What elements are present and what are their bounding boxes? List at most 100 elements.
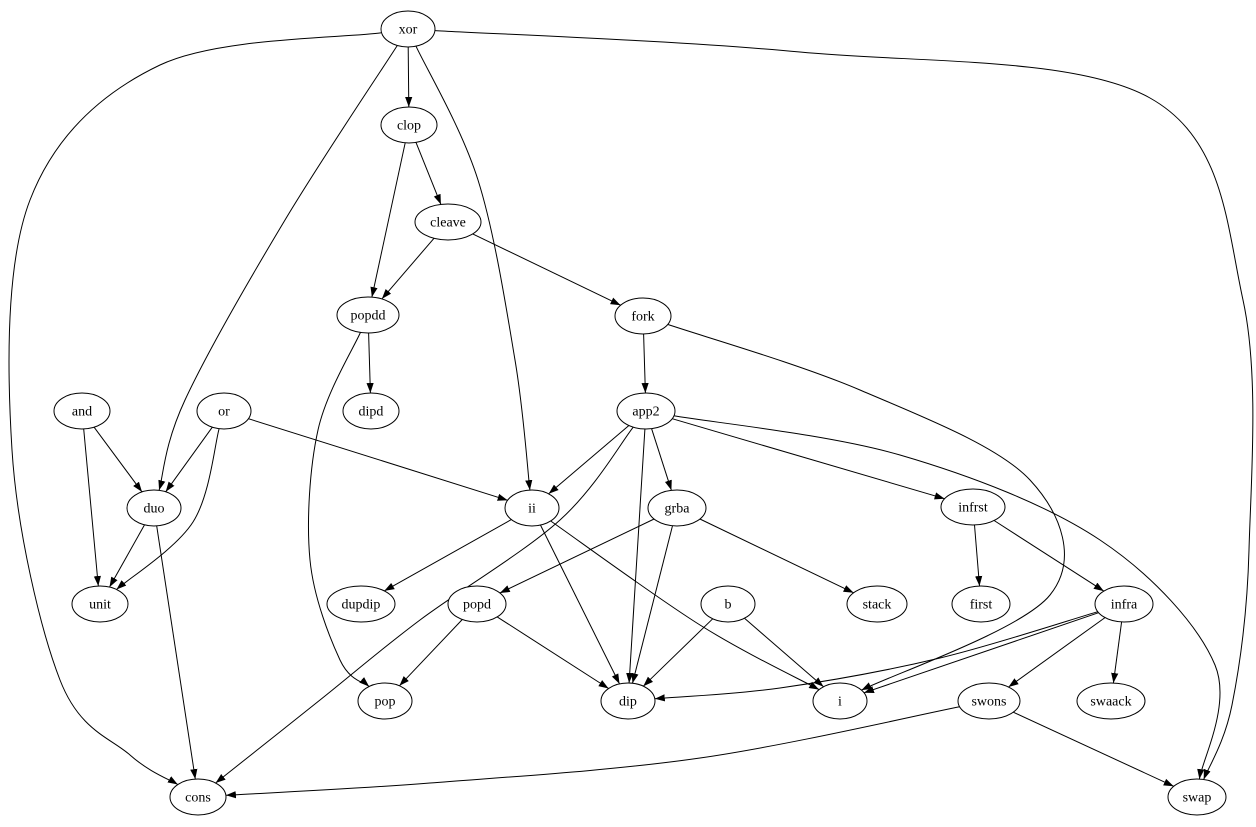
node-label-dip: dip xyxy=(619,695,637,710)
node-ellipse-or xyxy=(196,392,252,430)
node-label-infra: infra xyxy=(1111,598,1138,613)
edge-fork-app2 xyxy=(641,333,649,394)
node-label-i: i xyxy=(838,695,842,710)
node-swaack: swaack xyxy=(1076,682,1146,720)
edge-swons-swap xyxy=(1013,711,1174,787)
node-label-popd: popd xyxy=(463,598,491,613)
node-label-pop: pop xyxy=(375,695,396,710)
node-duo: duo xyxy=(126,489,182,527)
node-popdd: popdd xyxy=(336,296,400,334)
node-label-dupdip: dupdip xyxy=(342,598,381,613)
node-i: i xyxy=(812,682,868,720)
node-ellipse-dipd xyxy=(342,392,400,430)
node-ellipse-infrst xyxy=(940,488,1006,526)
node-label-grba: grba xyxy=(665,502,691,517)
node-label-and: and xyxy=(72,405,92,420)
node-ellipse-unit xyxy=(71,585,129,623)
node-dipd: dipd xyxy=(342,392,400,430)
node-popd: popd xyxy=(447,585,507,623)
node-ellipse-grba xyxy=(647,489,707,527)
node-dip: dip xyxy=(600,682,656,720)
edge-infrst-infra xyxy=(993,520,1105,592)
node-dupdip: dupdip xyxy=(326,585,396,623)
edge-or-ii xyxy=(248,418,508,501)
node-label-duo: duo xyxy=(144,502,165,517)
edge-popd-dip xyxy=(496,616,609,689)
edge-app2-swap xyxy=(673,415,1221,780)
edge-b-dip xyxy=(642,618,714,687)
node-label-first: first xyxy=(970,598,993,613)
node-ellipse-clop xyxy=(380,106,438,144)
edge-ii-dupdip xyxy=(384,519,512,592)
edge-xor-ii xyxy=(415,45,533,491)
edge-swons-cons xyxy=(225,706,960,799)
node-label-cons: cons xyxy=(185,791,211,806)
edge-popd-pop xyxy=(399,619,463,687)
node-ellipse-cleave xyxy=(414,203,482,241)
edge-and-duo xyxy=(93,426,143,493)
node-clop: clop xyxy=(380,106,438,144)
node-app2: app2 xyxy=(616,392,676,430)
edge-clop-popdd xyxy=(370,142,406,298)
node-ellipse-stack xyxy=(846,585,908,623)
node-ellipse-ii xyxy=(504,489,560,527)
node-first: first xyxy=(951,585,1011,623)
node-label-clop: clop xyxy=(397,119,421,134)
edge-xor-swap xyxy=(434,30,1254,780)
edge-ii-i xyxy=(550,520,820,691)
node-ellipse-and xyxy=(53,392,111,430)
edge-app2-dip xyxy=(626,428,646,684)
node-pop: pop xyxy=(357,682,413,720)
node-b: b xyxy=(700,585,756,623)
edge-app2-infrst xyxy=(672,418,945,500)
node-ellipse-app2 xyxy=(616,392,676,430)
edge-xor-cons xyxy=(8,32,382,785)
node-infra: infra xyxy=(1094,585,1154,623)
node-label-infrst: infrst xyxy=(958,501,988,516)
node-ellipse-cons xyxy=(169,778,227,816)
node-ellipse-swap xyxy=(1167,778,1227,816)
edge-xor-duo xyxy=(158,45,398,491)
edge-infra-swons xyxy=(1008,617,1106,688)
node-label-xor: xor xyxy=(399,23,418,38)
edge-xor-clop xyxy=(405,46,413,108)
node-ellipse-popdd xyxy=(336,296,400,334)
node-label-ii: ii xyxy=(528,502,536,517)
node-ellipse-pop xyxy=(357,682,413,720)
node-ellipse-dip xyxy=(600,682,656,720)
node-label-popdd: popdd xyxy=(351,309,386,324)
node-label-app2: app2 xyxy=(632,405,659,420)
node-label-unit: unit xyxy=(89,598,111,613)
edge-app2-cons xyxy=(215,426,634,784)
edge-infra-dip xyxy=(654,611,1098,702)
node-stack: stack xyxy=(846,585,908,623)
node-label-dipd: dipd xyxy=(359,405,384,420)
edge-cleave-fork xyxy=(472,233,621,306)
node-label-swap: swap xyxy=(1183,791,1212,806)
node-label-fork: fork xyxy=(631,310,654,325)
node-ellipse-popd xyxy=(447,585,507,623)
edge-popdd-dipd xyxy=(366,332,374,394)
edge-duo-unit xyxy=(109,524,145,588)
edge-fork-i xyxy=(667,323,1065,691)
node-ellipse-i xyxy=(812,682,868,720)
node-or: or xyxy=(196,392,252,430)
node-ellipse-swons xyxy=(957,682,1021,720)
edge-and-unit xyxy=(83,428,101,587)
node-swons: swons xyxy=(957,682,1021,720)
edge-or-duo xyxy=(165,426,213,493)
node-xor: xor xyxy=(380,10,436,48)
edge-clop-cleave xyxy=(415,142,442,205)
node-ellipse-first xyxy=(951,585,1011,623)
edge-app2-grba xyxy=(651,428,672,491)
edge-or-unit xyxy=(116,428,220,590)
node-label-or: or xyxy=(218,405,230,420)
node-swap: swap xyxy=(1167,778,1227,816)
node-infrst: infrst xyxy=(940,488,1006,526)
node-label-b: b xyxy=(725,598,732,613)
edge-grba-popd xyxy=(499,518,655,594)
edge-ii-dip xyxy=(540,524,620,685)
